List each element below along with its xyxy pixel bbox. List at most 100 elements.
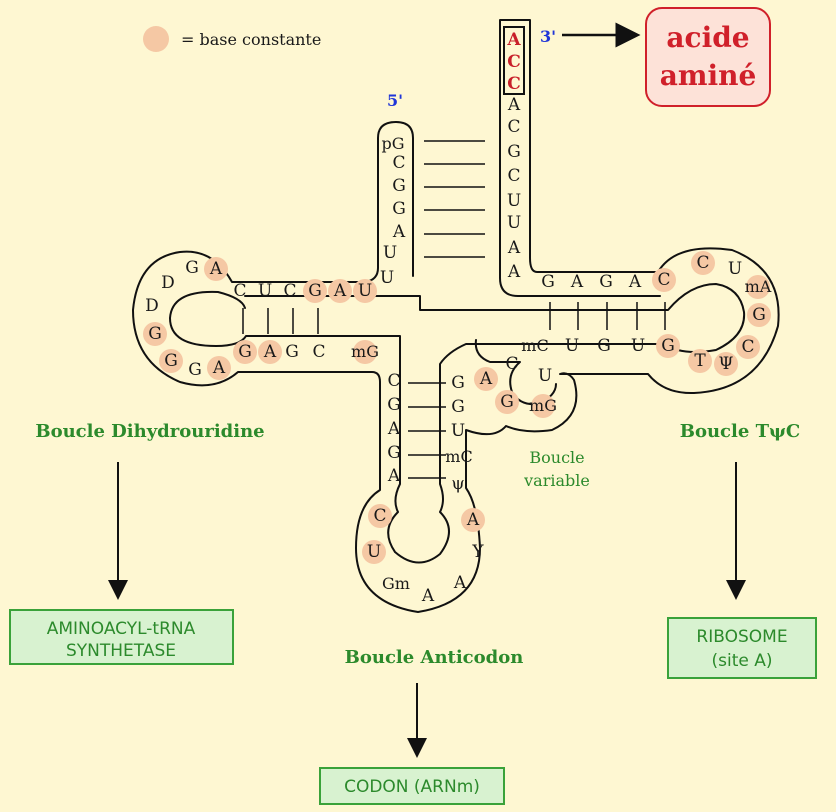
constant-base-marker bbox=[368, 504, 392, 528]
nucleotide: A bbox=[570, 272, 584, 292]
nucleotide-label: D bbox=[161, 273, 175, 293]
acc-box bbox=[503, 26, 525, 95]
nucleotide: A bbox=[258, 340, 282, 364]
constant-base-marker bbox=[353, 279, 377, 303]
nucleotide-label: C bbox=[696, 253, 709, 273]
constant-base-marker bbox=[362, 540, 386, 564]
nucleotide: mG bbox=[529, 394, 557, 418]
synthetase-label-1: AMINOACYL-tRNA bbox=[47, 619, 196, 639]
nucleotide-label: Y bbox=[471, 542, 484, 562]
constant-base-marker bbox=[159, 349, 183, 373]
nucleotide: U bbox=[507, 213, 521, 233]
constant-base-marker bbox=[747, 303, 771, 327]
nucleotide-label: G bbox=[387, 443, 401, 463]
nucleotide-label: A bbox=[421, 586, 435, 606]
nucleotide: U bbox=[507, 191, 521, 211]
nucleotide: G bbox=[507, 142, 521, 162]
nucleotide: C bbox=[312, 342, 325, 362]
nucleotide: C bbox=[736, 335, 760, 359]
constant-base-marker bbox=[258, 340, 282, 364]
nucleotide-label: C bbox=[387, 371, 400, 391]
nucleotide: G bbox=[303, 279, 327, 303]
nucleotide-label: G bbox=[500, 392, 514, 412]
nucleotide-label: G bbox=[164, 351, 178, 371]
constant-base-marker bbox=[233, 340, 257, 364]
nucleotide-label: U bbox=[538, 366, 552, 386]
nucleotide: U bbox=[380, 268, 394, 288]
nucleotide-label: G bbox=[599, 272, 613, 292]
nucleotide-label: G bbox=[451, 397, 465, 417]
nucleotide-label: C bbox=[283, 281, 296, 301]
nucleotide: U bbox=[362, 540, 386, 564]
legend-marker bbox=[143, 26, 169, 52]
nucleotide: G bbox=[451, 373, 465, 393]
nucleotide: D bbox=[145, 296, 159, 316]
nucleotide: mC bbox=[445, 447, 472, 466]
nucleotide-label: U bbox=[258, 281, 272, 301]
constant-base-marker bbox=[531, 394, 555, 418]
nucleotide-label: G bbox=[451, 373, 465, 393]
nucleotide: A bbox=[207, 356, 231, 380]
nucleotide-label: A bbox=[333, 281, 347, 301]
nucleotide: C bbox=[392, 153, 405, 173]
nucleotide-label: A bbox=[212, 358, 226, 378]
constant-base-marker bbox=[688, 349, 712, 373]
nucleotide-label: G bbox=[507, 142, 521, 162]
constant-base-marker bbox=[207, 356, 231, 380]
nucleotide: A bbox=[453, 573, 467, 593]
amino-acid-line-2: aminé bbox=[660, 59, 757, 92]
nucleotide-label: U bbox=[565, 336, 579, 356]
nucleotide: mA bbox=[745, 275, 772, 299]
nucleotide: D bbox=[161, 273, 175, 293]
nucleotide: U bbox=[565, 336, 579, 356]
nucleotide-label: mC bbox=[445, 447, 472, 466]
nucleotide: U bbox=[258, 281, 272, 301]
nucleotide-label: pG bbox=[381, 134, 404, 153]
nucleotide: G bbox=[656, 334, 680, 358]
nucleotide-label: C bbox=[373, 506, 386, 526]
nucleotide-label: A bbox=[507, 95, 521, 115]
anticodon-loop-title: Boucle Anticodon bbox=[345, 647, 524, 668]
nucleotide-label: C bbox=[507, 117, 520, 137]
ribosome-label-1: RIBOSOME bbox=[696, 627, 787, 647]
nucleotide-label: G bbox=[752, 305, 766, 325]
synthetase-box bbox=[9, 609, 234, 665]
constant-base-marker bbox=[714, 352, 738, 376]
nucleotide-label: A bbox=[507, 238, 521, 258]
nucleotide-label: C bbox=[505, 354, 518, 374]
nucleotide: G bbox=[451, 397, 465, 417]
nucleotide-label: Gm bbox=[382, 574, 410, 593]
nucleotide: C bbox=[507, 166, 520, 186]
nucleotide: G bbox=[233, 340, 257, 364]
nucleotide: A bbox=[461, 508, 485, 532]
nucleotide-label: U bbox=[728, 259, 742, 279]
nucleotide-label: C bbox=[233, 281, 246, 301]
nucleotide: C bbox=[233, 281, 246, 301]
nucleotide-label: U bbox=[358, 281, 372, 301]
nucleotide: mG bbox=[351, 340, 379, 364]
constant-base-marker bbox=[691, 251, 715, 275]
nucleotide: mC bbox=[521, 336, 548, 355]
nucleotide: U bbox=[353, 279, 377, 303]
nucleotide: A bbox=[328, 279, 352, 303]
nucleotide: G bbox=[159, 349, 183, 373]
nucleotide-label: U bbox=[631, 336, 645, 356]
nucleotide-label: A bbox=[628, 272, 642, 292]
legend-label: = base constante bbox=[181, 30, 321, 49]
nucleotide-label: U bbox=[507, 213, 521, 233]
nucleotide-label: ψ bbox=[451, 474, 464, 494]
nucleotide-label: G bbox=[597, 336, 611, 356]
nucleotide-label: A bbox=[387, 419, 401, 439]
nucleotide: U bbox=[538, 366, 552, 386]
nucleotide: C bbox=[652, 268, 676, 292]
nucleotide: pG bbox=[381, 134, 404, 153]
constant-base-marker bbox=[652, 268, 676, 292]
codon-label: CODON (ARNm) bbox=[344, 777, 480, 797]
constant-base-marker bbox=[656, 334, 680, 358]
nucleotide-label: G bbox=[188, 360, 202, 380]
nucleotide: G bbox=[185, 258, 199, 278]
amino-acid-line-1: acide bbox=[666, 21, 749, 54]
nucleotide-label: C bbox=[507, 166, 520, 186]
nucleotide: A bbox=[507, 238, 521, 258]
